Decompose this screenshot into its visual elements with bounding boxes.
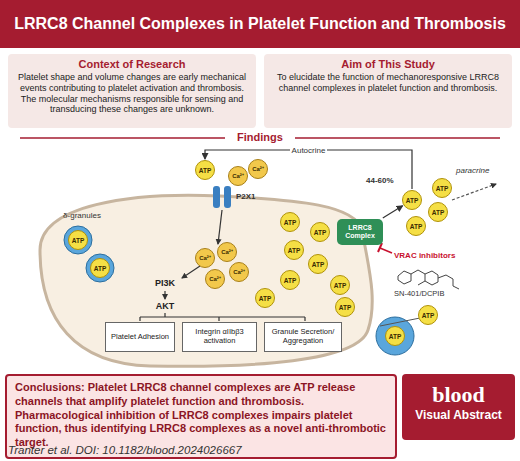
outcome-box: Integrin αIIbβ3 activation <box>182 322 257 352</box>
rule-line <box>20 137 225 139</box>
node-text: Aim of This Study <box>271 58 505 70</box>
node-text: Platelet Adhesion <box>111 333 169 342</box>
node-text: Platelet shape and volume changes are ea… <box>15 72 249 115</box>
node-text: ATP <box>284 219 297 226</box>
calcium-ion: Ca²⁺ <box>205 269 225 289</box>
drug-label: SN-401/DCPIB <box>394 289 444 298</box>
value-label: 44-60% <box>366 176 394 185</box>
node-text: ATP <box>314 229 327 236</box>
title: LRRC8 Channel Complexes in Platelet Func… <box>0 0 520 48</box>
node-text: ATP <box>72 237 85 244</box>
node-text: Ca²⁺ <box>209 275 221 283</box>
info-box: Aim of This Study To elucidate the functi… <box>264 54 512 128</box>
text-holder: Integrin αIIbβ3 activation <box>186 328 253 345</box>
part-label: P2X1 <box>236 192 256 201</box>
pathway-label: PI3K <box>155 278 175 288</box>
outcome-box: Platelet Adhesion <box>105 322 175 352</box>
calcium-ion: Ca²⁺ <box>229 262 249 282</box>
node-text: ATP <box>288 247 301 254</box>
node-text: Integrin αIIbβ3 activation <box>186 328 253 345</box>
arrow-line <box>164 291 165 299</box>
node-text: ATP <box>334 282 347 289</box>
node-text: ATP <box>312 261 325 268</box>
node-text: ATP <box>389 333 402 340</box>
atp-molecule: ATP <box>428 202 448 222</box>
note-label: paracrine <box>456 166 489 175</box>
atp-molecule: ATP <box>280 270 300 290</box>
node-text: Ca²⁺ <box>252 165 264 173</box>
calcium-ion: Ca²⁺ <box>248 159 268 179</box>
node-text: ATP <box>432 209 445 216</box>
calcium-ion: Ca²⁺ <box>228 166 248 186</box>
node-text: Context of Research <box>15 58 249 70</box>
inhibition-line <box>380 248 392 253</box>
atp-molecule: ATP <box>280 212 300 232</box>
atp-molecule: ATP <box>310 222 330 242</box>
atp-molecule: ATP <box>284 240 304 260</box>
molecule-structure <box>398 270 459 289</box>
p2x1-channel <box>224 186 231 208</box>
node-text: ATP <box>339 304 352 311</box>
paracrine-arrow <box>452 184 496 200</box>
atp-molecule: ATP <box>335 297 355 317</box>
text-holder: Granule Secretion/ Aggregation <box>268 328 338 345</box>
channel-complex: LRRC8 Complex <box>337 219 383 245</box>
atp-molecule: ATP <box>308 254 328 274</box>
text-holder: Platelet Adhesion <box>111 333 169 342</box>
arrow-line <box>218 210 222 244</box>
platelet-outline <box>40 195 372 366</box>
atp-molecule: ATP <box>406 216 426 236</box>
node-text: ATP <box>406 197 419 204</box>
atp-molecule: ATP <box>418 305 438 325</box>
p2x1-channel <box>213 186 220 208</box>
section-label: Findings <box>237 131 283 143</box>
node-text: ATP <box>284 277 297 284</box>
calcium-ion: Ca²⁺ <box>217 242 237 262</box>
header-band <box>0 0 520 48</box>
node-text: Ca²⁺ <box>221 248 233 256</box>
connector <box>383 206 403 218</box>
text-holder: LRRC8 Complex <box>339 224 381 239</box>
node-text: ATP <box>410 223 423 230</box>
atp-molecule: ATP <box>402 190 422 210</box>
drug-label: VRAC inhibitors <box>394 251 455 260</box>
node-text: LRRC8 Complex <box>339 224 381 239</box>
atp-molecule: ATP <box>255 288 275 308</box>
info-box: Context of ResearchPlatelet shape and vo… <box>8 54 256 128</box>
citation: Tranter et al. DOI: 10.1182/blood.202402… <box>8 444 242 456</box>
arrow-line <box>182 266 200 278</box>
bracket <box>140 313 305 321</box>
node-text: ATP <box>199 167 212 174</box>
calcium-ion: Ca²⁺ <box>195 248 215 268</box>
atp-molecule: ATP <box>195 160 215 180</box>
node-text: ATP <box>422 312 435 319</box>
granule <box>64 226 92 254</box>
node-text: Granule Secretion/ Aggregation <box>268 328 338 345</box>
part-label: δ-granules <box>63 211 101 220</box>
atp-molecule: ATP <box>385 326 405 346</box>
node-text: Conclusions: Platelet LRRC8 channel comp… <box>15 381 387 450</box>
node-text: Ca²⁺ <box>233 268 245 276</box>
granule <box>86 254 114 282</box>
node-text: ATP <box>436 185 449 192</box>
node-text: To elucidate the function of mechanoresp… <box>271 72 505 94</box>
release-line <box>380 318 420 326</box>
node-text: ATP <box>94 265 107 272</box>
node-text: blood <box>406 382 511 408</box>
atp-molecule: ATP <box>330 275 350 295</box>
rule-line <box>295 137 500 139</box>
edge-label: Autocrine <box>290 146 328 155</box>
pathway-label: AKT <box>156 301 175 311</box>
node-text: ATP <box>259 295 272 302</box>
atp-molecule: ATP <box>68 230 88 250</box>
node-text: Ca²⁺ <box>199 254 211 262</box>
node-text: Visual Abstract <box>406 408 511 422</box>
outcome-box: Granule Secretion/ Aggregation <box>264 322 342 352</box>
journal-logo: bloodVisual Abstract <box>402 374 515 440</box>
atp-molecule: ATP <box>432 178 452 198</box>
connector <box>205 150 412 189</box>
node-text: Ca²⁺ <box>232 172 244 180</box>
atp-molecule: ATP <box>90 258 110 278</box>
